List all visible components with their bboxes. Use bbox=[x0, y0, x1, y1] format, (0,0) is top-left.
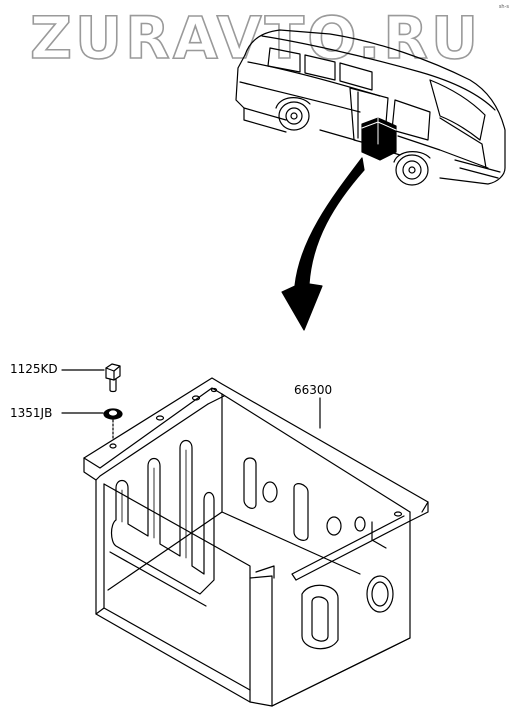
locator-arrow bbox=[281, 157, 365, 331]
battery-tray-part bbox=[83, 377, 429, 707]
bolt-part bbox=[105, 363, 121, 393]
part-label-1125kd: 1125KD bbox=[10, 362, 58, 376]
leader-lines bbox=[61, 369, 321, 429]
watermark-text: ZURAVTO.RU bbox=[30, 4, 480, 66]
part-label-1351jb: 1351JB bbox=[10, 406, 53, 420]
part-label-66300: 66300 bbox=[294, 383, 333, 397]
vehicle-illustration bbox=[235, 29, 506, 186]
watermark: ZURAVTO.RU bbox=[30, 4, 480, 66]
washer-part bbox=[103, 408, 123, 441]
corner-mark: sh-s bbox=[498, 4, 509, 10]
